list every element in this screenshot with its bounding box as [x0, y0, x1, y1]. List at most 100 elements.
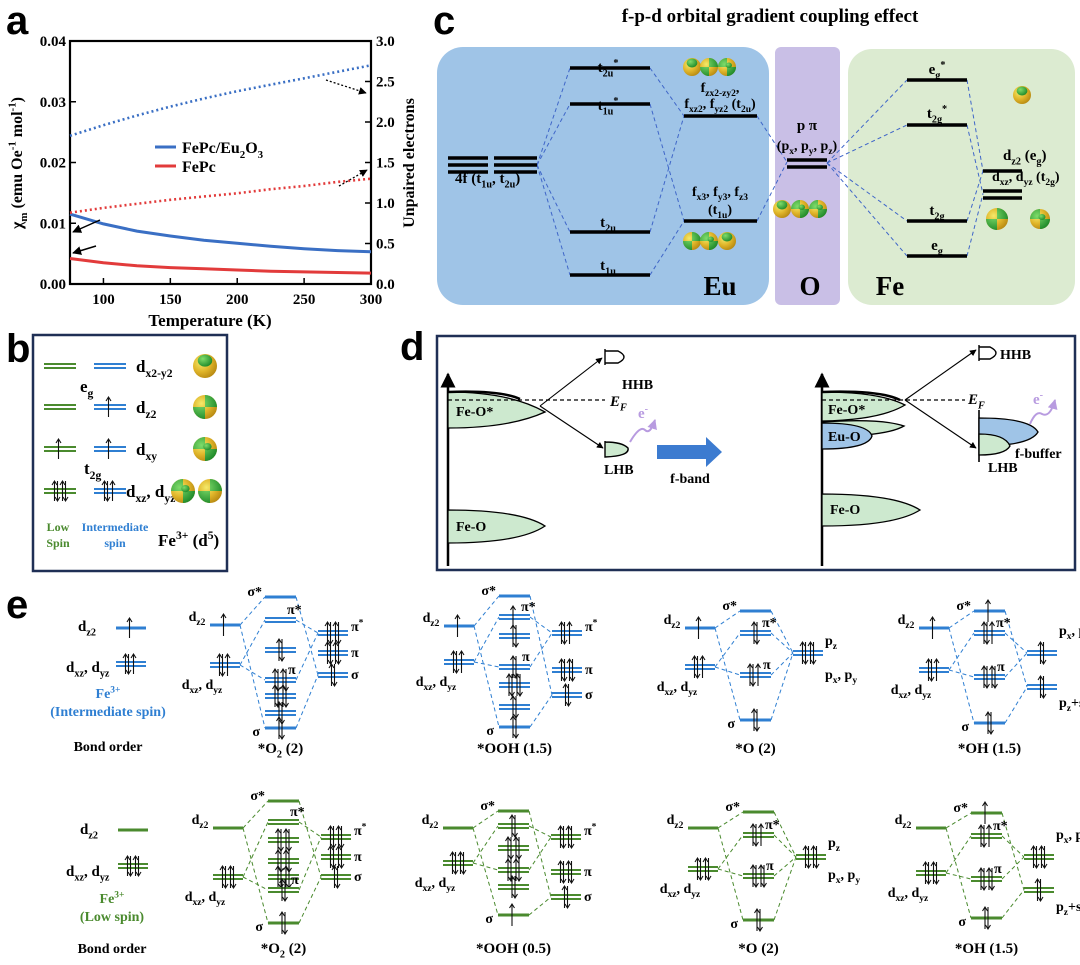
eu-level-label: t2u: [600, 215, 616, 235]
eu-f-upper-label: fxz2, fyz2 (t2u): [684, 97, 756, 115]
spin-up-arrow-icon: [275, 864, 281, 888]
orbital-label: dz2: [136, 398, 157, 421]
dz2-label: dz2: [667, 813, 684, 831]
sigma-label: σ: [485, 912, 493, 927]
correlation-line: [529, 694, 553, 728]
spin-down-arrow-icon: [560, 826, 567, 850]
spin-up-arrow-icon: [750, 822, 756, 846]
pi-star-label: π*: [993, 819, 1008, 834]
spin-up-arrow-icon: [758, 822, 764, 846]
spin-down-arrow-icon: [135, 856, 142, 878]
spin-up-arrow-icon: [224, 652, 231, 676]
spin-down-arrow-icon: [219, 654, 226, 678]
spin-down-arrow-icon: [981, 825, 987, 849]
fe-level-label: eg: [931, 238, 943, 258]
ligand-label: π*: [354, 822, 367, 839]
correlation-line: [773, 834, 797, 858]
spin-down-arrow-icon: [330, 826, 337, 850]
lhb-band: [604, 441, 629, 458]
spin-up-arrow-icon: [51, 479, 58, 501]
f-band-label: f-band: [670, 472, 710, 487]
eu-f-lower-label: fx3, fy3, fz3: [692, 185, 748, 203]
spin-up-arrow-icon: [513, 857, 519, 881]
o-p-label: (px, py, pz): [777, 139, 838, 157]
correlation-line: [298, 876, 322, 924]
correlation-line: [948, 632, 975, 671]
spin-down-arrow-icon: [460, 852, 467, 876]
spin-down-arrow-icon: [1040, 642, 1047, 666]
spin-down-arrow-icon: [330, 846, 337, 870]
fe-o-star-band: [821, 391, 907, 422]
spin-down-arrow-icon: [127, 856, 134, 878]
series-line-fepc-m: [69, 257, 372, 275]
spin-up-arrow-icon: [751, 620, 757, 644]
eu-level-label: t2u*: [598, 58, 619, 80]
spin-down-arrow-icon: [338, 846, 345, 870]
spin-up-arrow-icon: [55, 437, 62, 459]
orbital-shape-icon: [986, 208, 1008, 230]
panel-d: d Fe-O* Fe-O EF HHB LHB e- f-band Fe-O* …: [400, 325, 1077, 572]
fe-region: [848, 49, 1075, 305]
spin-down-arrow-icon: [1033, 846, 1040, 870]
sigma-star-label: σ*: [247, 585, 262, 600]
ligand-label: π*: [584, 822, 597, 839]
correlation-line: [948, 627, 975, 724]
dz2-label: dz2: [189, 610, 206, 628]
correlation-line: [1004, 610, 1028, 688]
correlation-line: [242, 800, 269, 829]
orbital-label: dxz, dyz: [126, 482, 175, 505]
eu-box-label: Eu: [703, 271, 736, 301]
correlation-line: [1001, 856, 1025, 880]
arrow-to-lhb: [904, 399, 977, 449]
energy-levels: [448, 66, 1022, 277]
fe-o-star-band: [447, 391, 547, 429]
spin-up-arrow-icon: [1038, 844, 1045, 868]
correlation-line: [945, 835, 972, 874]
orbital-shape-icon: [718, 232, 736, 250]
spin-up-arrow-icon: [272, 683, 278, 707]
y-tick-label: 0.04: [40, 34, 67, 50]
correlation-line: [649, 115, 685, 233]
correlation-line: [472, 810, 499, 829]
spin-down-arrow-icon: [802, 642, 809, 666]
spin-down-arrow-icon: [327, 622, 334, 646]
spin-up-arrow-icon: [982, 800, 988, 824]
correlation-line: [295, 632, 319, 681]
correlation-line: [826, 124, 908, 164]
sigma-star-label: σ*: [953, 801, 968, 816]
spin-up-arrow-icon: [124, 854, 131, 876]
dxz-dyz-label: dxz, dyz: [66, 660, 110, 680]
electron-transfer-arrow: [1029, 399, 1058, 425]
arrow-to-hhb: [904, 349, 977, 401]
y-right-tick-label: 2.5: [376, 75, 395, 91]
dz2-label: dz2: [80, 822, 98, 842]
spin-up-arrow-icon: [126, 616, 133, 638]
spin-down-arrow-icon: [282, 879, 288, 903]
y-right-tick-label: 2.0: [376, 115, 395, 131]
panel-letter-d: d: [400, 325, 424, 369]
spin-up-arrow-icon: [276, 715, 282, 739]
correlation-line: [239, 624, 266, 729]
dz2-label: dz2: [423, 611, 440, 629]
spin-state-legend: dz2 dxz, dyz Fe3+ (Intermediate spin) Bo…: [50, 616, 166, 957]
legend: FePc/Eu2O3 FePc: [155, 140, 264, 176]
ligand-label: σ: [351, 668, 359, 683]
spin-up-arrow-icon: [332, 620, 339, 644]
spin-up-arrow-icon: [989, 664, 995, 688]
spin-up-arrow-icon: [986, 866, 992, 890]
spin-down-arrow-icon: [568, 826, 575, 850]
y-right-tick-label: 1.0: [376, 196, 395, 212]
x-axis-label: Temperature (K): [148, 311, 271, 330]
spin-down-arrow-icon: [981, 868, 987, 892]
spin-up-arrow-icon: [566, 620, 573, 644]
spin-up-arrow-icon: [978, 823, 984, 847]
spin-down-arrow-icon: [516, 837, 522, 861]
correlation-line: [472, 825, 499, 864]
o-box-label: O: [799, 271, 820, 301]
orbital-shape-icon: [193, 395, 217, 419]
spin-down-arrow-icon: [54, 481, 61, 503]
correlation-line: [1004, 686, 1028, 724]
